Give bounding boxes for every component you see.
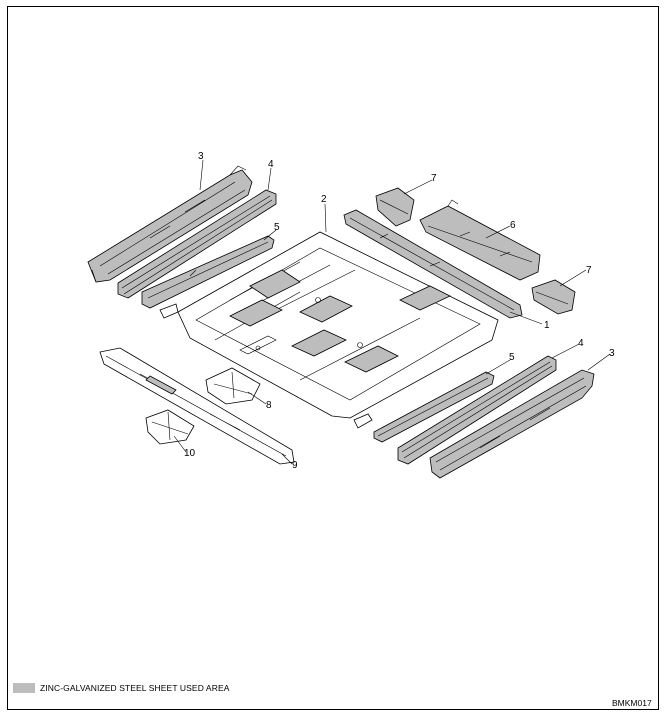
part-7-top-bracket bbox=[375, 187, 415, 227]
part-2-floor-pan bbox=[177, 231, 499, 419]
callout-10: 10 bbox=[184, 448, 196, 459]
callout-4-right: 4 bbox=[578, 338, 584, 349]
part-4-left-rail bbox=[117, 189, 277, 299]
part-9-front-crossmember bbox=[99, 347, 295, 465]
callout-3-right: 3 bbox=[609, 348, 615, 359]
legend-label: ZINC-GALVANIZED STEEL SHEET USED AREA bbox=[40, 683, 230, 693]
callout-5-left: 5 bbox=[274, 222, 280, 233]
figure-code: BMKM017 bbox=[612, 698, 652, 708]
part-5-left-reinforcement bbox=[141, 235, 275, 309]
callout-9: 9 bbox=[292, 460, 298, 471]
part-5-right-reinforcement bbox=[373, 371, 495, 443]
callout-3-left: 3 bbox=[198, 151, 204, 162]
part-3-left-side-sill bbox=[87, 165, 253, 283]
callout-8: 8 bbox=[266, 400, 272, 411]
part-4-right-rail bbox=[397, 355, 557, 465]
part-7-right-bracket bbox=[531, 279, 576, 315]
callout-7-right: 7 bbox=[586, 265, 592, 276]
callout-6: 6 bbox=[510, 220, 516, 231]
callout-4-left: 4 bbox=[268, 159, 274, 170]
callout-1: 1 bbox=[544, 320, 550, 331]
part-3-right-side-sill bbox=[429, 369, 595, 479]
callout-7-top: 7 bbox=[431, 173, 437, 184]
part-10-seat-bracket bbox=[145, 409, 195, 445]
callout-2: 2 bbox=[321, 194, 327, 205]
legend-swatch bbox=[13, 683, 35, 693]
part-8-seat-bracket bbox=[205, 367, 261, 405]
part-6-inner-rail bbox=[419, 199, 541, 281]
callout-5-right: 5 bbox=[509, 352, 515, 363]
small-bracket-left bbox=[159, 303, 179, 319]
legend: ZINC-GALVANIZED STEEL SHEET USED AREA bbox=[13, 683, 229, 693]
small-bracket-right bbox=[353, 413, 373, 429]
part-1-crossmember bbox=[343, 209, 523, 319]
leader-lines bbox=[173, 159, 611, 465]
